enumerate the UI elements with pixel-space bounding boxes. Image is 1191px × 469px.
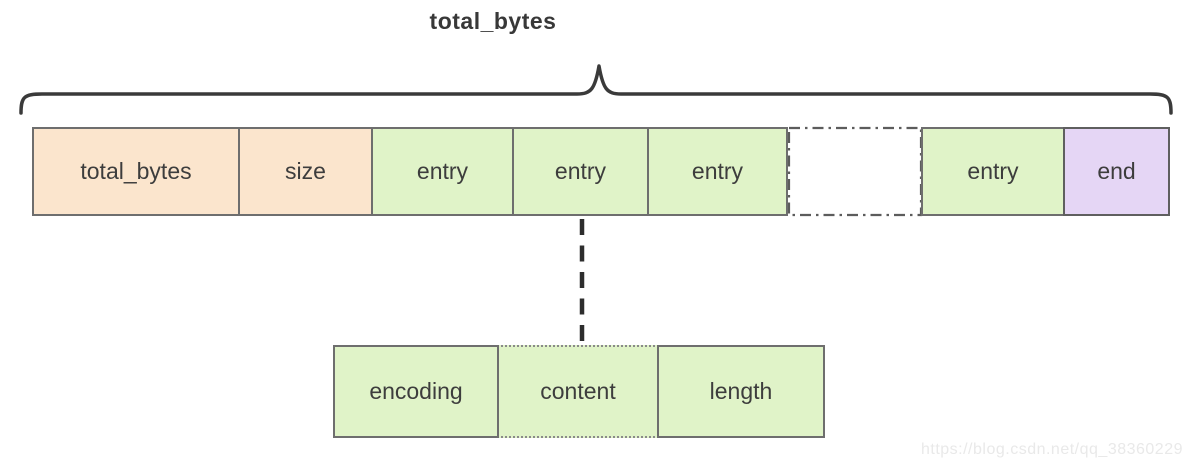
cell-entry-4: entry (921, 127, 1065, 216)
cell-entry-1: entry (371, 127, 514, 216)
cell-entry-3: entry (647, 127, 788, 216)
cell-size: size (238, 127, 373, 216)
cell-ellipsis-placeholder (789, 127, 921, 216)
diagram-title: total_bytes (429, 8, 557, 34)
cell-encoding: encoding (333, 345, 499, 438)
watermark-text: https://blog.csdn.net/qq_38360229 (920, 441, 1183, 458)
cell-content: content (497, 345, 659, 438)
cell-entry-2: entry (512, 127, 649, 216)
cell-end: end (1063, 127, 1170, 216)
cell-total-bytes: total_bytes (32, 127, 240, 216)
cell-length: length (657, 345, 825, 438)
curly-brace-icon (19, 64, 1173, 115)
